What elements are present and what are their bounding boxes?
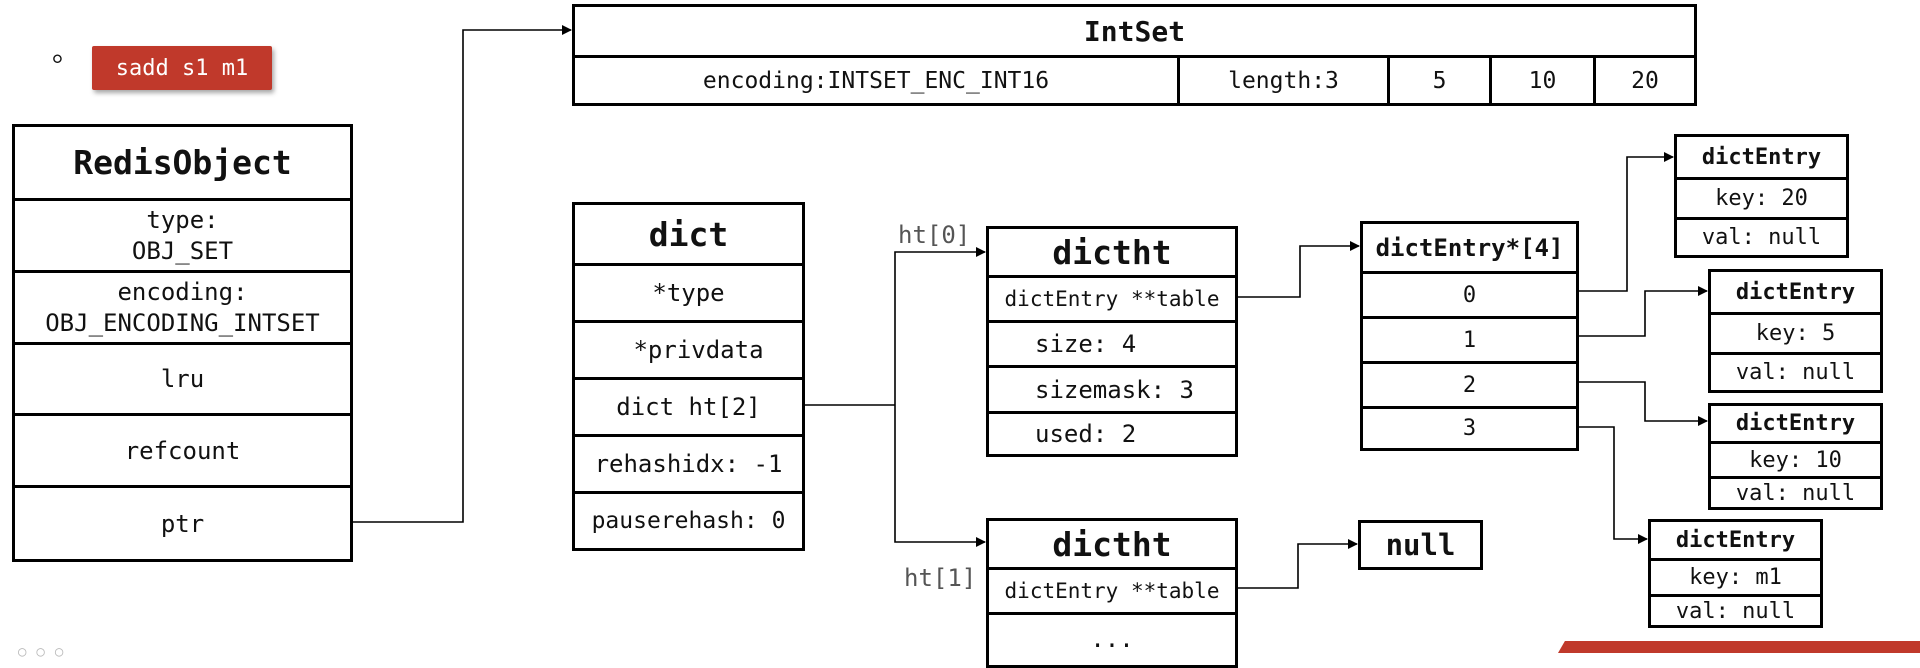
table-to-array-arrow xyxy=(1237,241,1360,298)
dict-entry-box: dictEntry key: 10 val: null xyxy=(1708,403,1883,510)
redis-object-encoding-cell: encoding: OBJ_ENCODING_INTSET xyxy=(15,270,350,342)
dict-privdata: *privdata xyxy=(575,320,802,377)
slot2-arrow xyxy=(1578,381,1708,426)
dict-ht: dict ht[2] xyxy=(575,377,802,434)
encoding-label: encoding: xyxy=(117,277,248,306)
connector-lines xyxy=(352,25,1708,589)
dict-entry-key: key: m1 xyxy=(1651,558,1820,594)
dict-entry-slot: 0 xyxy=(1363,271,1576,316)
dict-entry-val: val: null xyxy=(1711,352,1880,390)
redis-object-type-cell: type: OBJ_SET xyxy=(15,198,350,270)
redis-object-box: RedisObject type: OBJ_SET encoding: OBJ_… xyxy=(12,124,353,562)
dict-entry-key: key: 5 xyxy=(1711,312,1880,352)
intset-value: 10 xyxy=(1492,55,1596,103)
dict-entry-box: dictEntry key: 20 val: null xyxy=(1674,134,1849,258)
dict-entry-val: val: null xyxy=(1651,594,1820,625)
ptr-to-intset-arrow xyxy=(352,25,572,523)
dictht-0-size: size: 4 xyxy=(989,320,1235,365)
dict-rehashidx: rehashidx: -1 xyxy=(575,434,802,491)
dictht-1-table: dictEntry **table xyxy=(989,567,1235,612)
intset-title: IntSet xyxy=(1083,14,1186,48)
type-label: type: xyxy=(146,205,219,234)
dictht-0-title: dictht xyxy=(1052,232,1172,272)
dict-type: *type xyxy=(575,263,802,320)
slot0-arrow xyxy=(1578,152,1674,292)
ht1-arrow xyxy=(894,405,986,547)
dictht-0-box: dictht dictEntry **table size: 4 sizemas… xyxy=(986,226,1238,457)
encoding-value: OBJ_ENCODING_INTSET xyxy=(45,308,320,337)
dict-entry-box: dictEntry key: 5 val: null xyxy=(1708,269,1883,393)
intset-box: IntSet encoding:INTSET_ENC_INT16 length:… xyxy=(572,4,1697,106)
bullet-mark: 。 xyxy=(52,35,81,68)
type-value: OBJ_SET xyxy=(131,236,234,265)
dict-entry-val: val: null xyxy=(1677,217,1846,255)
dict-entry-array-title: dictEntry*[4] xyxy=(1375,233,1564,262)
ht0-arrow xyxy=(894,247,986,405)
dictht-0-used: used: 2 xyxy=(989,411,1235,454)
redis-object-ptr: ptr xyxy=(15,485,350,559)
dictht-1-more: ... xyxy=(989,612,1235,662)
dict-box: dict *type *privdata dict ht[2] rehashid… xyxy=(572,202,805,551)
dict-entry-box: dictEntry key: m1 val: null xyxy=(1648,519,1823,628)
intset-value: 20 xyxy=(1596,55,1694,103)
dictht-0-table: dictEntry **table xyxy=(989,275,1235,320)
intset-encoding: encoding:INTSET_ENC_INT16 xyxy=(575,55,1180,103)
dict-entry-key: key: 20 xyxy=(1677,177,1846,217)
slot3-arrow xyxy=(1578,426,1648,544)
dict-entry-key: key: 10 xyxy=(1711,441,1880,476)
dictht-0-sizemask: sizemask: 3 xyxy=(989,365,1235,411)
dict-entry-slot: 1 xyxy=(1363,316,1576,361)
dict-entry-title: dictEntry xyxy=(1735,411,1856,436)
ht1-label: ht[1] xyxy=(904,564,977,592)
ht0-label: ht[0] xyxy=(898,221,971,249)
dict-entry-title: dictEntry xyxy=(1675,527,1796,553)
dictht-1-title: dictht xyxy=(1052,524,1172,564)
dict-entry-slot: 2 xyxy=(1363,361,1576,406)
dict-entry-slot: 3 xyxy=(1363,406,1576,448)
dict-title: dict xyxy=(648,214,729,254)
command-badge: sadd s1 m1 xyxy=(92,46,272,90)
table-to-null-arrow xyxy=(1237,539,1358,589)
dict-entry-title: dictEntry xyxy=(1735,279,1856,305)
redis-object-title: RedisObject xyxy=(73,143,292,182)
dict-pauserehash: pauserehash: 0 xyxy=(575,491,802,548)
redis-object-lru: lru xyxy=(15,342,350,413)
slot1-arrow xyxy=(1578,286,1708,337)
dict-entry-array-box: dictEntry*[4] 0 1 2 3 xyxy=(1360,221,1579,451)
redis-object-refcount: refcount xyxy=(15,413,350,485)
intset-value: 5 xyxy=(1390,55,1492,103)
dictht-1-box: dictht dictEntry **table ... xyxy=(986,518,1238,668)
dict-entry-val: val: null xyxy=(1711,476,1880,507)
dict-entry-title: dictEntry xyxy=(1701,144,1822,170)
intset-length: length:3 xyxy=(1180,55,1390,103)
null-box: null xyxy=(1358,520,1483,570)
